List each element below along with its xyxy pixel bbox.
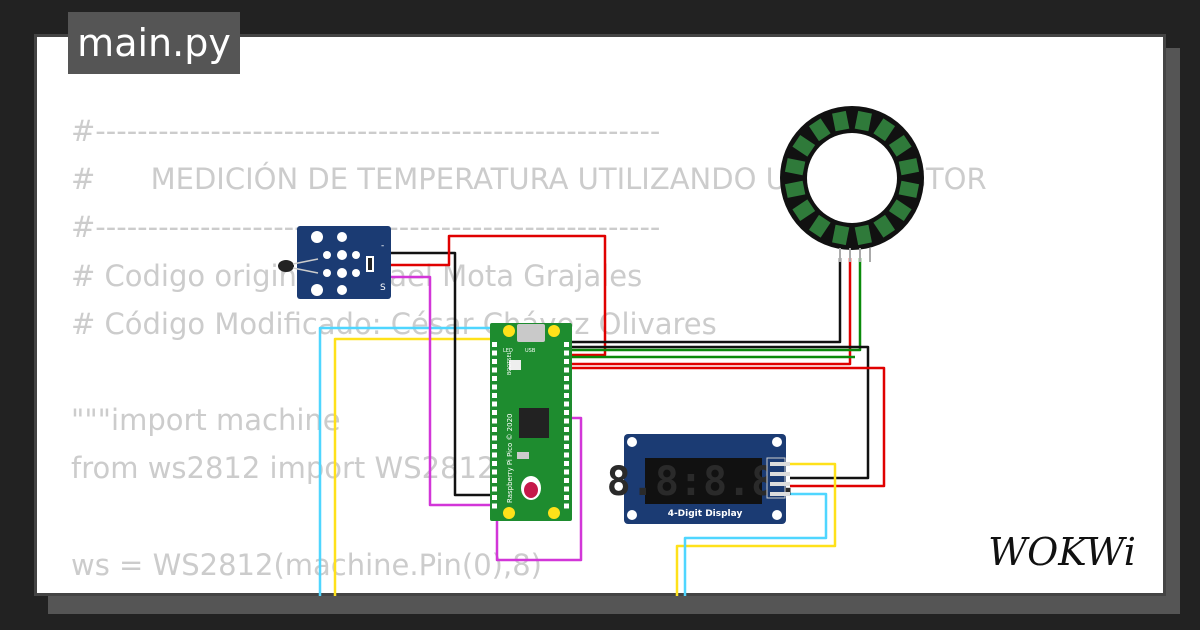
- pico-pins-right: [564, 342, 569, 509]
- pico-pin: [564, 461, 569, 466]
- pico-pin: [564, 410, 569, 415]
- pico-pin: [492, 444, 497, 449]
- pico-pin: [492, 401, 497, 407]
- wire-black-ring[interactable]: [565, 258, 842, 344]
- pico-pin: [492, 367, 497, 373]
- pico-pin: [564, 469, 569, 475]
- pico-pin: [492, 350, 497, 356]
- ring-led: [792, 199, 816, 222]
- four-digit-display[interactable]: 8.8:8.8. 4-Digit Display: [607, 434, 800, 524]
- ring-led: [873, 214, 896, 238]
- code-line: #---------------------------------------…: [71, 114, 661, 148]
- neopixel-ring[interactable]: [780, 106, 924, 262]
- file-tab[interactable]: main.py: [68, 12, 240, 74]
- raspberry-pi-pico[interactable]: LED USB BOOTSEL Raspberry Pi Pico © 2020: [490, 323, 572, 521]
- pico-pin: [492, 342, 497, 347]
- pico-pin: [564, 418, 569, 424]
- code-preview: #---------------------------------------…: [71, 107, 987, 589]
- pico-pin: [492, 503, 497, 509]
- pico-pin: [492, 410, 497, 415]
- pico-pin: [492, 435, 497, 441]
- display-label: 4-Digit Display: [668, 509, 743, 519]
- pico-pin: [492, 461, 497, 466]
- ring-led: [832, 110, 850, 132]
- ring-led: [898, 158, 920, 176]
- pico-pin: [492, 469, 497, 475]
- pico-pin: [564, 359, 569, 364]
- pico-usb-label: USB: [525, 348, 536, 354]
- pico-pin: [492, 478, 497, 483]
- wires: [318, 234, 886, 596]
- wire-red-ring[interactable]: [565, 258, 852, 366]
- wire-magenta-sensor[interactable]: [390, 275, 583, 562]
- wire-yellow-pico[interactable]: [333, 337, 495, 596]
- wire-black-sensor[interactable]: [390, 251, 497, 497]
- wokwi-logo-text: WOKWi: [988, 530, 1136, 574]
- ring-led: [854, 224, 872, 246]
- wire-black-display[interactable]: [565, 345, 870, 480]
- sensor-pin-s: S: [380, 283, 386, 293]
- wire-red-sensor[interactable]: [390, 234, 607, 357]
- pico-pin: [564, 503, 569, 509]
- pico-pin: [564, 342, 569, 347]
- ring-led: [854, 110, 872, 132]
- ring-led: [784, 180, 806, 198]
- code-line: from ws2812 import WS2812: [71, 451, 496, 486]
- pico-pin: [492, 495, 497, 500]
- pico-pin: [564, 427, 569, 432]
- pico-led-label: LED: [503, 348, 513, 354]
- pico-pin: [564, 393, 569, 398]
- pico-pin: [564, 452, 569, 458]
- wire-yellow-display[interactable]: [675, 462, 837, 596]
- pico-pin: [564, 435, 569, 441]
- pico-pin: [564, 478, 569, 483]
- wire-red-display[interactable]: [565, 366, 886, 488]
- pico-pin: [564, 367, 569, 373]
- pico-pin: [564, 495, 569, 500]
- pico-pin: [492, 359, 497, 364]
- wire-green-ring[interactable]: [565, 258, 862, 352]
- ring-led: [888, 134, 912, 157]
- pico-pin: [492, 384, 497, 390]
- pico-pin: [492, 427, 497, 432]
- code-line: """import machine: [71, 403, 341, 438]
- ring-led: [898, 180, 920, 198]
- pico-pin: [492, 418, 497, 424]
- pico-pin: [564, 384, 569, 390]
- ring-led: [832, 224, 850, 246]
- pico-pin: [492, 486, 497, 492]
- pico-pin: [492, 452, 497, 458]
- pico-pin: [564, 350, 569, 356]
- wokwi-logo: WOKWi: [988, 530, 1136, 574]
- sensor-pin-minus: -: [381, 241, 384, 251]
- ring-led: [784, 158, 806, 176]
- pico-pin: [564, 401, 569, 407]
- pico-pins-left: [492, 342, 497, 509]
- pico-pin: [492, 393, 497, 398]
- ring-led: [808, 214, 831, 238]
- wire-cyan-display[interactable]: [683, 492, 828, 596]
- code-line: ws = WS2812(machine.Pin(0),8): [71, 547, 542, 582]
- project-canvas: #---------------------------------------…: [34, 34, 1166, 596]
- ring-led: [888, 199, 912, 222]
- thermistor-module[interactable]: - S: [278, 226, 391, 299]
- ring-leds: [784, 110, 920, 246]
- wire-cyan-pico[interactable]: [318, 326, 495, 596]
- pico-pin: [564, 376, 569, 381]
- ring-led: [808, 118, 831, 142]
- pico-pin: [564, 444, 569, 449]
- pico-board-label: Raspberry Pi Pico © 2020: [506, 414, 514, 504]
- pico-bootsel-label: BOOTSEL: [507, 351, 513, 375]
- thermistor-bead: [278, 260, 294, 272]
- pico-pin: [492, 376, 497, 381]
- ring-led: [873, 118, 896, 142]
- ring-led: [792, 134, 816, 157]
- pico-pin: [564, 486, 569, 492]
